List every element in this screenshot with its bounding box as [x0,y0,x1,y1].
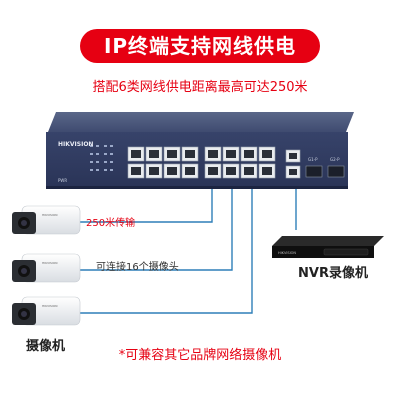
compatibility-footnote: *可兼容其它品牌网络摄像机 [118,348,282,363]
status-leds [90,145,113,171]
rj45-right-port-8-hole [262,167,272,175]
rj45-left-port-3-hole [167,150,177,158]
banner-title: IP终端支持网线供电 [80,29,320,63]
rj45-right-port-2-hole [226,150,236,158]
rj45-left-port-7-hole [167,167,177,175]
distance-callout: 250米传输 [86,218,136,229]
rj45-right-port-1-hole [208,150,218,158]
camera-2: HIKVISION [12,253,81,283]
rj45-left-port-2-hole [149,150,159,158]
sfp-label-1: G1-P [308,157,318,162]
rj45-left-port-1-hole [131,150,141,158]
switch-top-panel [48,112,354,132]
subtitle: 搭配6类网线供电距离最高可达250米 [92,80,308,95]
cable-camera-1 [80,186,213,223]
switch-bottom-edge [46,186,348,189]
nvr-recorder: HIKVISION [272,236,384,258]
capacity-callout: 可连接16个摄像头 [96,262,179,273]
uplink-port-2-hole [289,169,297,175]
rj45-left-port-4-hole [185,150,195,158]
camera-label: 摄像机 [26,339,66,354]
switch-brand-logo: HIKVISION [58,141,93,148]
switch-power-label: PWR [58,178,67,183]
cable-camera-3 [80,186,253,314]
rj45-right-port-5-hole [208,167,218,175]
rj45-left-port-8-hole [185,167,195,175]
camera-1-brand: HIKVISION [42,213,57,217]
nvr-label: NVR录像机 [298,266,368,281]
rj45-ports-left [127,146,199,179]
camera-3: HIKVISION [12,296,81,326]
cable-camera-2 [80,186,233,271]
cables [80,186,297,314]
sfp-label-2: G2-P [330,157,340,162]
sfp-port-1 [305,165,323,178]
rj45-ports-right [204,146,276,179]
rj45-left-port-5-hole [131,167,141,175]
rj45-right-port-4-hole [262,150,272,158]
camera-3-brand: HIKVISION [42,304,57,308]
rj45-right-port-7-hole [244,167,254,175]
rj45-right-port-6-hole [226,167,236,175]
poe-switch: G1-P G2-P HIKVISION PWR [46,112,354,189]
camera-2-brand: HIKVISION [42,261,57,265]
sfp-port-2 [327,165,345,178]
rj45-right-port-3-hole [244,150,254,158]
camera-1: HIKVISION [12,205,81,235]
rj45-left-port-6-hole [149,167,159,175]
nvr-brand-logo: HIKVISION [278,251,296,255]
uplink-port-1-hole [289,153,297,159]
